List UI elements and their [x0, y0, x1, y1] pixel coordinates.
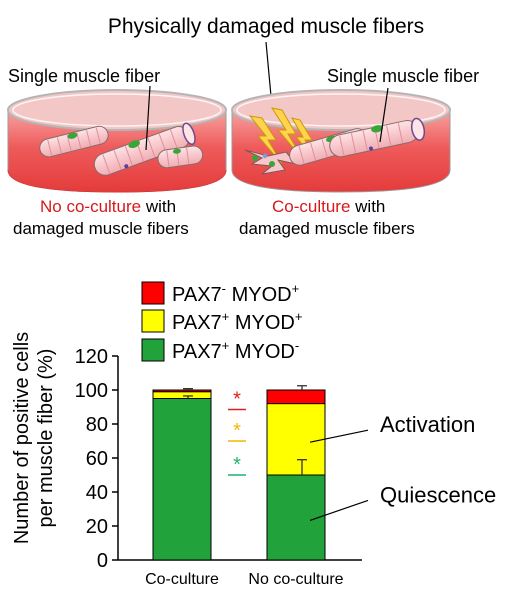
right-caption-rest: with — [350, 197, 386, 216]
legend-label-1: PAX7+ MYOD- — [172, 338, 299, 363]
left-caption-highlight: No co-culture — [40, 197, 142, 216]
bar-1-series-1 — [152, 398, 212, 561]
annotation-quiescence: Quiescence — [380, 482, 496, 507]
significance-star-1: * — [233, 389, 241, 411]
y-tick-label-0: 0 — [97, 550, 108, 572]
left-caption-line1: No co-culture with — [40, 198, 176, 215]
right-caption-highlight: Co-culture — [272, 197, 351, 216]
bar-2-series-2 — [266, 403, 326, 476]
annotation-pointer-1 — [309, 429, 369, 443]
x-tick-label-2: No co-culture — [248, 571, 343, 588]
left-caption-rest: with — [141, 197, 177, 216]
legend-label-2: PAX7+ MYOD+ — [172, 309, 302, 334]
right-caption-line1: Co-culture with — [272, 198, 385, 215]
legend-swatch-3 — [141, 281, 165, 305]
y-tick-label-120: 120 — [75, 346, 108, 368]
y-tick-label-80: 80 — [86, 414, 108, 436]
y-axis-label-line2: per muscle fiber (%) — [35, 349, 57, 528]
bar-2-series-3 — [266, 389, 326, 405]
left-fiber-label: Single muscle fiber — [8, 66, 161, 86]
annotation-activation: Activation — [380, 412, 475, 437]
damaged-fiber-lightning — [244, 107, 317, 175]
y-tick-label-100: 100 — [75, 380, 108, 402]
left-muscle-fibers — [39, 122, 204, 176]
y-axis-label-line1: Number of positive cells — [11, 332, 33, 544]
legend-swatch-2 — [141, 309, 165, 333]
bar-1-series-3 — [152, 389, 212, 393]
y-tick-label-20: 20 — [86, 516, 108, 538]
y-tick-label-60: 60 — [86, 448, 108, 470]
legend-swatch-1 — [141, 338, 165, 362]
bar-1-series-2 — [152, 391, 212, 400]
bar-2-series-1 — [266, 474, 326, 561]
significance-star-3: * — [233, 454, 241, 476]
top-title: Physically damaged muscle fibers — [108, 15, 424, 38]
significance-star-2: * — [233, 420, 241, 442]
x-tick-label-1: Co-culture — [145, 571, 219, 588]
right-label-pointer — [379, 87, 389, 143]
right-caption-line2: damaged muscle fibers — [239, 219, 415, 238]
legend-label-3: PAX7- MYOD+ — [172, 281, 299, 306]
right-muscle-fibers — [289, 117, 426, 166]
y-tick-label-40: 40 — [86, 482, 108, 504]
annotation-pointer-2 — [309, 499, 369, 521]
right-fiber-label: Single muscle fiber — [327, 66, 480, 86]
left-label-pointer — [145, 85, 151, 151]
left-caption-line2: damaged muscle fibers — [13, 219, 189, 238]
